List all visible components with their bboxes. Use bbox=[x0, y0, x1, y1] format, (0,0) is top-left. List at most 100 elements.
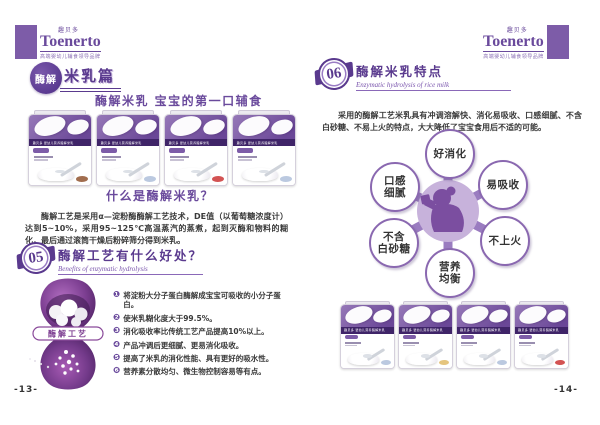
page-number-left: -13- bbox=[14, 385, 38, 395]
benefit-text: 产品冲调后更细腻、更易消化吸收。 bbox=[123, 340, 244, 350]
section-subtitle: Benefits of enzymatic hydrolysis bbox=[58, 265, 203, 275]
package-front bbox=[233, 146, 295, 185]
section-number: 06 bbox=[315, 55, 353, 93]
benefit-text: 消化吸收率比传统工艺产品提高10%以上。 bbox=[123, 327, 269, 337]
spoon-icon bbox=[363, 354, 372, 358]
package-name-line bbox=[169, 155, 189, 158]
swoosh-graphic bbox=[65, 116, 91, 137]
package-name-line bbox=[237, 159, 252, 161]
package-badge bbox=[344, 335, 359, 340]
product-package: 趣贝多 婴幼儿营养酶解米乳 bbox=[514, 301, 569, 369]
rice-milk-image bbox=[522, 352, 554, 365]
package-body: 趣贝多 婴幼儿营养酶解米乳 bbox=[232, 113, 296, 186]
product-package: 趣贝多 婴幼儿营养酶解米乳 bbox=[456, 301, 511, 369]
package-body: 趣贝多 婴幼儿营养酶解米乳 bbox=[456, 304, 511, 369]
package-badge bbox=[518, 335, 533, 340]
package-title-band: 趣贝多 婴幼儿营养酶解米乳 bbox=[29, 138, 91, 147]
feature-bubble: 不上火 bbox=[480, 216, 530, 266]
package-name-line bbox=[461, 344, 473, 347]
package-title-band: 趣贝多 婴幼儿营养酶解米乳 bbox=[233, 138, 295, 147]
package-title-band: 趣贝多 婴幼儿营养酶解米乳 bbox=[399, 326, 452, 334]
spoon-icon bbox=[479, 354, 488, 358]
product-package: 趣贝多 婴幼儿营养酶解米乳 bbox=[28, 110, 92, 186]
section-title: 酶解米乳特点 bbox=[356, 64, 444, 79]
package-badge bbox=[402, 335, 417, 340]
package-name-line bbox=[101, 155, 121, 158]
swoosh-graphic bbox=[371, 307, 394, 325]
swoosh-graphic bbox=[167, 114, 205, 140]
flavor-image bbox=[438, 359, 450, 366]
package-body: 趣贝多 婴幼儿营养酶解米乳 bbox=[164, 113, 228, 186]
section-number-ribbon: 06 bbox=[315, 55, 353, 93]
package-title-band: 趣贝多 婴幼儿营养酶解米乳 bbox=[515, 326, 568, 334]
chapter-badge: 酶解 米乳篇 bbox=[30, 62, 122, 94]
feature-bubble: 口感细腻 bbox=[370, 162, 420, 212]
swoosh-graphic bbox=[401, 305, 433, 328]
package-badge bbox=[33, 148, 50, 153]
bullet-number-icon: ❹ bbox=[113, 339, 121, 350]
question-heading: 什么是酶解米乳？ bbox=[105, 189, 214, 203]
package-front bbox=[97, 146, 159, 185]
spoon-icon bbox=[421, 354, 430, 358]
package-front bbox=[457, 333, 510, 368]
package-title-band: 趣贝多 婴幼儿营养酶解米乳 bbox=[341, 326, 394, 334]
product-row-right: 趣贝多 婴幼儿营养酶解米乳 趣贝多 婴幼儿营养酶 bbox=[340, 301, 569, 369]
package-top: 趣贝多 婴幼儿营养酶解米乳 bbox=[515, 305, 568, 334]
page-number-right: -14- bbox=[554, 385, 578, 395]
brand-name-chinese: 趣贝多 bbox=[58, 27, 80, 34]
spoon-icon bbox=[191, 169, 201, 174]
swoosh-graphic bbox=[99, 114, 137, 140]
brand-name-english: Toenerto bbox=[483, 33, 544, 52]
benefit-text: 提高了米乳的消化性能、具有更好的吸水性。 bbox=[123, 353, 274, 363]
brand-tagline: 高端婴幼儿辅食领导品牌 bbox=[40, 54, 101, 60]
section-subtitle: Enzymatic hydrolysis of rice milk bbox=[356, 81, 511, 91]
section-number-ribbon: 05 bbox=[17, 239, 55, 277]
section-05-header: 05 酶解工艺有什么好处？ Benefits of enzymatic hydr… bbox=[17, 239, 204, 277]
package-top: 趣贝多 婴幼儿营养酶解米乳 bbox=[399, 305, 452, 334]
swoosh-graphic bbox=[31, 114, 69, 140]
flavor-image bbox=[554, 359, 566, 366]
bullet-number-icon: ❶ bbox=[113, 290, 121, 300]
product-package: 趣贝多 婴幼儿营养酶解米乳 bbox=[232, 110, 296, 186]
swoosh-graphic bbox=[487, 307, 510, 325]
bullet-number-icon: ❺ bbox=[113, 352, 121, 363]
section-number: 05 bbox=[17, 239, 55, 277]
hourglass-graphic: 酶解工艺 bbox=[26, 274, 110, 400]
svg-text:酶解工艺: 酶解工艺 bbox=[48, 329, 88, 339]
bullet-number-icon: ❷ bbox=[113, 312, 121, 323]
flavor-image bbox=[279, 175, 292, 182]
feature-diagram: 好消化 易吸收 不上火 营养均衡 不含白砂糖 口感细腻 bbox=[330, 125, 580, 298]
product-row-left: 趣贝多 婴幼儿营养酶解米乳 趣贝多 婴幼儿营养酶 bbox=[28, 110, 296, 186]
swoosh-graphic bbox=[459, 305, 491, 328]
product-package: 趣贝多 婴幼儿营养酶解米乳 bbox=[164, 110, 228, 186]
feature-bubble: 好消化 bbox=[425, 129, 475, 179]
brand-tagline: 高端婴幼儿辅食领导品牌 bbox=[483, 54, 544, 60]
brand-logo-mark bbox=[15, 25, 37, 59]
package-body: 趣贝多 婴幼儿营养酶解米乳 bbox=[514, 304, 569, 369]
package-title-band: 趣贝多 婴幼儿营养酶解米乳 bbox=[457, 326, 510, 334]
package-front bbox=[29, 146, 91, 185]
package-name-line bbox=[519, 341, 536, 344]
spoon-icon bbox=[55, 169, 65, 174]
spoon-icon bbox=[259, 169, 269, 174]
package-body: 趣贝多 婴幼儿营养酶解米乳 bbox=[28, 113, 92, 186]
product-package: 趣贝多 婴幼儿营养酶解米乳 bbox=[96, 110, 160, 186]
feature-bubble: 营养均衡 bbox=[425, 248, 475, 298]
swoosh-graphic bbox=[545, 307, 568, 325]
swoosh-graphic bbox=[269, 116, 295, 137]
package-name-line bbox=[33, 155, 53, 158]
brand-logo-right: 趣贝多 Toenerto 高端婴幼儿辅食领导品牌 bbox=[483, 25, 569, 60]
intro-paragraph: 酶解工艺是采用α—淀粉酶酶解工艺技术，DE值（以葡萄糖浓度计）达到5~10%，采… bbox=[25, 212, 288, 245]
section-title: 酶解工艺有什么好处？ bbox=[58, 248, 204, 263]
benefit-text: 将淀粉大分子蛋白酶解成宝宝可吸收的小分子蛋白。 bbox=[123, 291, 281, 310]
flavor-image bbox=[75, 175, 88, 182]
package-body: 趣贝多 婴幼儿营养酶解米乳 bbox=[340, 304, 395, 369]
brand-logo-left: 趣贝多 Toenerto 高端婴幼儿辅食领导品牌 bbox=[15, 25, 101, 60]
package-top: 趣贝多 婴幼儿营养酶解米乳 bbox=[165, 114, 227, 147]
flavor-image bbox=[143, 175, 156, 182]
flavor-image bbox=[380, 359, 392, 366]
swoosh-graphic bbox=[343, 305, 375, 328]
package-body: 趣贝多 婴幼儿营养酶解米乳 bbox=[96, 113, 160, 186]
